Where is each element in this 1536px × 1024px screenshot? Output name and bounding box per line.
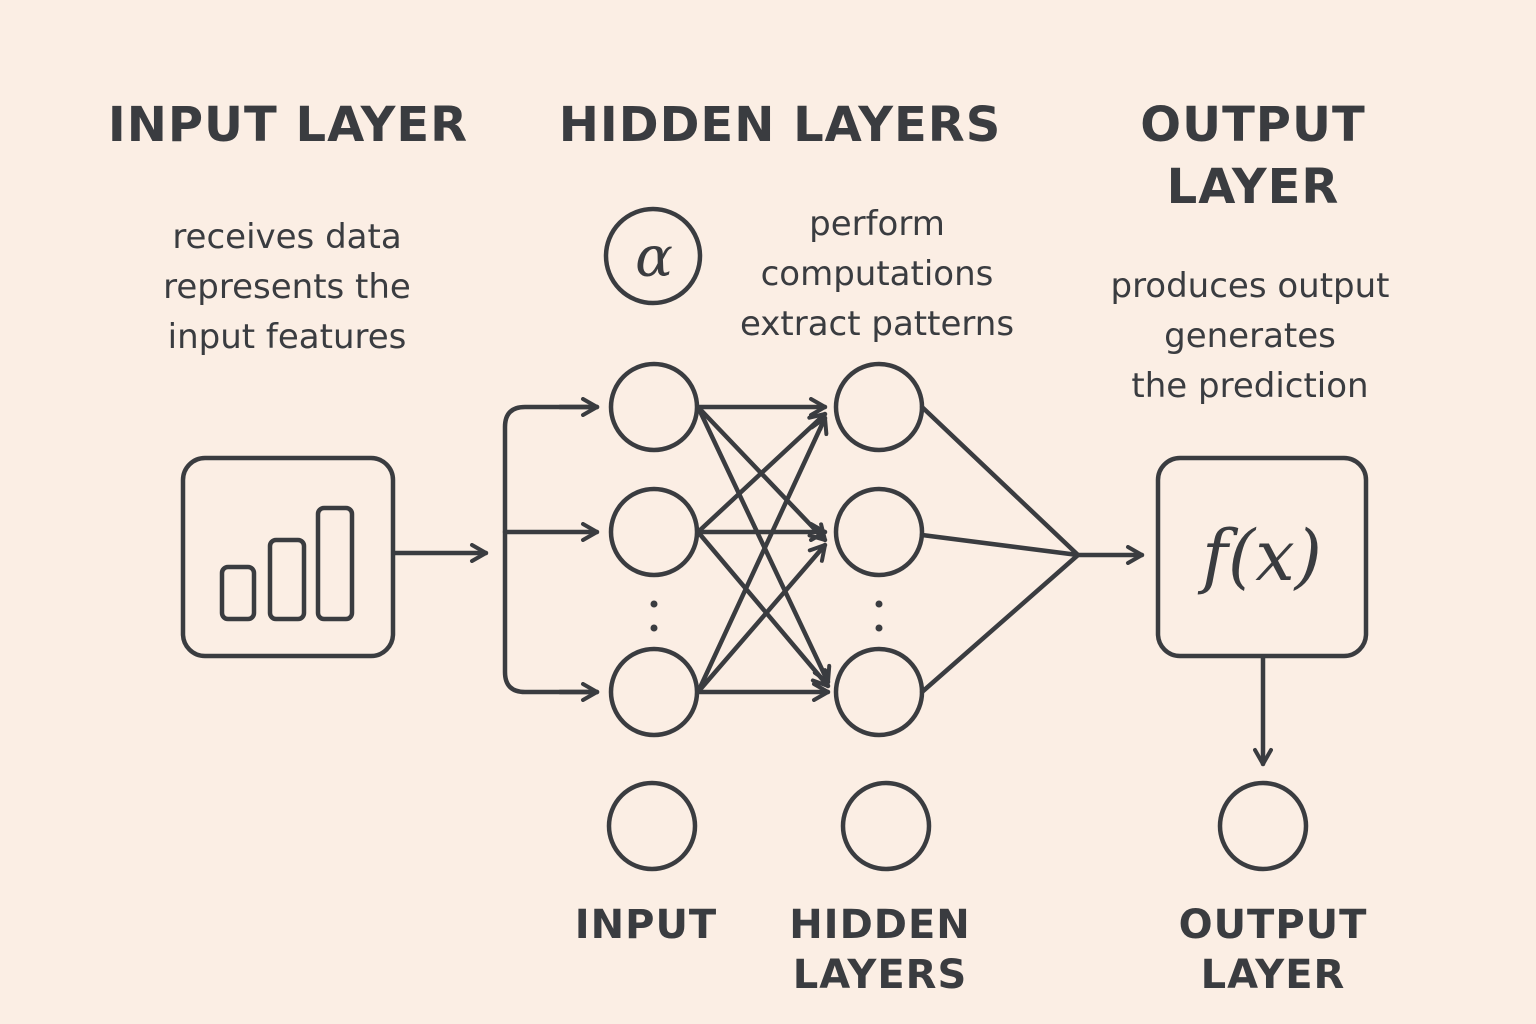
input-layer-heading: INPUT LAYER	[107, 97, 469, 153]
input-neuron-3	[608, 646, 700, 738]
hidden-footer-label: HIDDEN LAYERS	[789, 902, 971, 998]
output-layer-description: produces output generates the prediction	[1110, 266, 1390, 406]
hidden-layers-description: perform computations extract patterns	[739, 204, 1015, 344]
hidden-ellipsis	[875, 600, 883, 632]
bar-chart-icon	[180, 455, 396, 659]
hidden-layers-heading: HIDDEN LAYERS	[558, 97, 1002, 153]
hidden-neuron-1	[833, 361, 925, 453]
hidden-to-output-connections	[919, 404, 1081, 695]
hidden-neuron-2	[833, 486, 925, 578]
input-legend-neuron	[606, 780, 698, 872]
input-to-hidden-connections	[695, 397, 832, 702]
input-ellipsis	[650, 600, 658, 632]
input-footer-label: INPUT	[574, 902, 718, 948]
output-function-text: f(x)	[1197, 515, 1322, 597]
output-layer-heading: OUTPUT LAYER	[1140, 97, 1366, 215]
input-layer-description: receives data represents the input featu…	[163, 217, 411, 357]
input-branch-bracket	[502, 404, 600, 695]
hidden-legend-neuron	[840, 780, 932, 872]
hidden-symbol-text: ɑ	[635, 225, 673, 290]
hidden-neuron-3	[833, 646, 925, 738]
input-neuron-2	[608, 486, 700, 578]
input-neuron-1	[608, 361, 700, 453]
output-footer-label: OUTPUT LAYER	[1178, 902, 1368, 998]
activation-symbol-icon	[603, 206, 703, 306]
output-legend-neuron	[1217, 780, 1309, 872]
